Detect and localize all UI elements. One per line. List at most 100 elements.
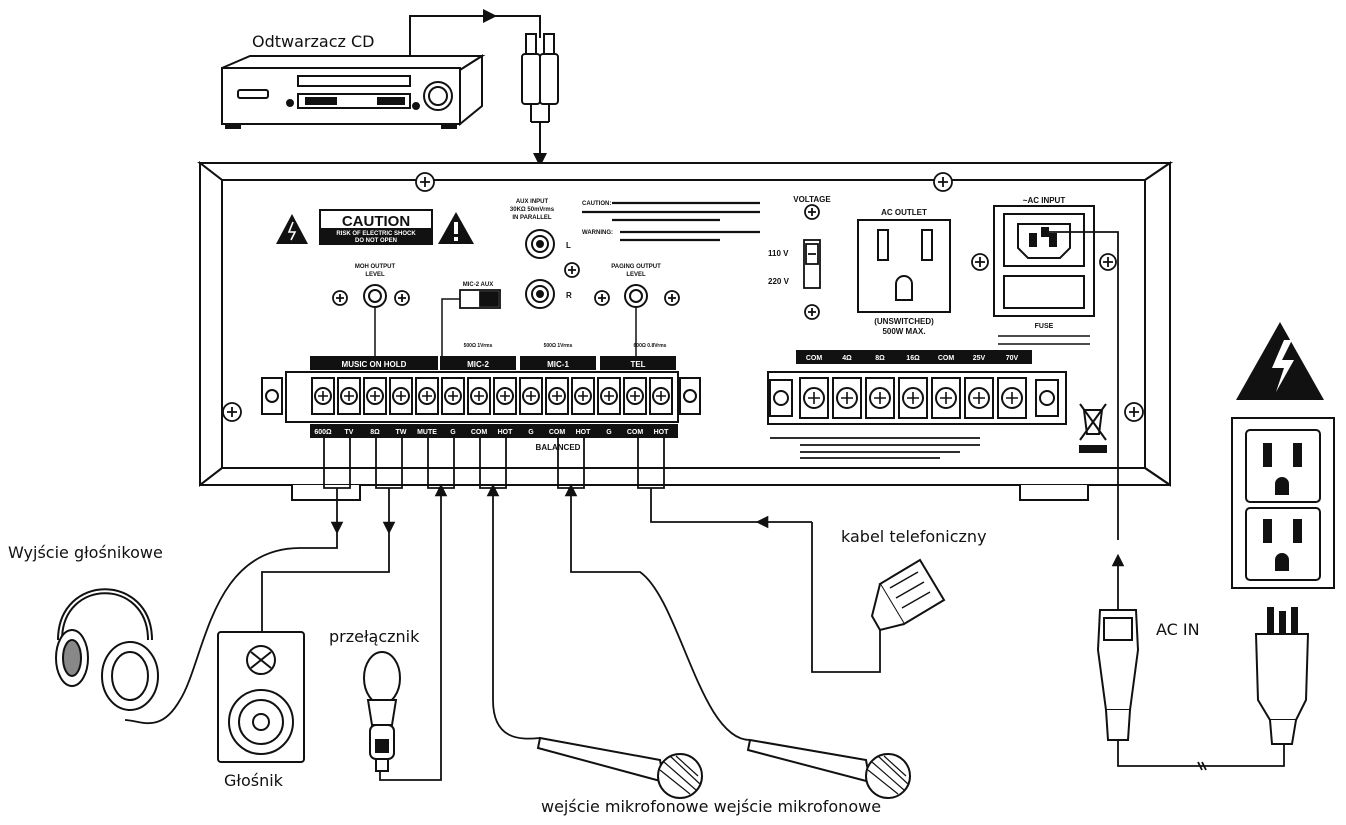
microphone-1-icon bbox=[536, 736, 703, 799]
terminal-group-headers: MUSIC ON HOLD MIC-2 MIC-1 TEL 500Ω 1Vrms… bbox=[310, 343, 676, 370]
switch-label: przełącznik bbox=[329, 627, 420, 646]
caution-sub1: RISK OF ELECTRIC SHOCK bbox=[336, 231, 416, 237]
speaker-terminal-labels: COM 4Ω 8Ω 16Ω COM 25V 70V bbox=[806, 355, 1019, 362]
speaker-label: Głośnik bbox=[224, 771, 283, 790]
input-terminal-label: HOT bbox=[576, 429, 592, 436]
speaker-terminals bbox=[799, 377, 1027, 419]
group-mic-2: MIC-2 bbox=[467, 360, 489, 369]
input-terminal bbox=[311, 377, 335, 415]
input-terminal bbox=[519, 377, 543, 415]
speaker-terminal-label: COM bbox=[938, 355, 955, 362]
caution-sub2: DO NOT OPEN bbox=[355, 238, 397, 244]
speaker-terminal bbox=[898, 377, 928, 419]
high-voltage-warning-icon bbox=[1236, 322, 1324, 400]
ac-outlet-label: AC OUTLET bbox=[881, 208, 927, 217]
speaker-output-label: Wyjście głośnikowe bbox=[8, 543, 163, 562]
input-terminal bbox=[441, 377, 465, 415]
caution-small-text: CAUTION: bbox=[582, 201, 611, 207]
cd-player bbox=[221, 54, 486, 129]
spec-tel: 600Ω 0.8Vrms bbox=[634, 343, 667, 349]
speaker-terminal-label: 25V bbox=[973, 355, 986, 362]
cd-cable bbox=[409, 9, 497, 56]
paging-level-label: PAGING OUTPUT bbox=[611, 264, 661, 270]
input-terminal bbox=[337, 377, 361, 415]
mains-plug-icon bbox=[1254, 607, 1310, 745]
group-tel: TEL bbox=[630, 360, 645, 369]
group-music-on-hold: MUSIC ON HOLD bbox=[342, 360, 407, 369]
voltage-label: VOLTAGE bbox=[793, 195, 831, 204]
cd-player-label: Odtwarzacz CD bbox=[252, 32, 375, 51]
input-terminal-label: G bbox=[606, 429, 612, 436]
group-mic-1: MIC-1 bbox=[547, 360, 569, 369]
caution-title: CAUTION bbox=[342, 213, 410, 230]
spec-mic-2: 500Ω 1Vrms bbox=[464, 343, 493, 349]
jack-l-label: L bbox=[566, 241, 571, 250]
input-terminal-label: HOT bbox=[654, 429, 670, 436]
wall-outlet-icon bbox=[1231, 417, 1335, 589]
speaker-terminal bbox=[865, 377, 895, 419]
input-terminal-label-bar bbox=[310, 424, 678, 438]
input-terminal bbox=[623, 377, 647, 415]
input-terminal-label: COM bbox=[471, 429, 488, 436]
speaker-terminal-label: COM bbox=[806, 355, 823, 362]
voltage-switch bbox=[803, 239, 821, 289]
speaker-terminal-label: 70V bbox=[1006, 355, 1019, 362]
aux-input-label-2: 30KΩ 50mVrms bbox=[510, 207, 555, 213]
iec-plug-icon bbox=[1096, 609, 1140, 741]
moh-level-label-2: LEVEL bbox=[365, 272, 385, 278]
aux-rca-jacks bbox=[525, 229, 555, 309]
spec-mic-1: 500Ω 1Vrms bbox=[544, 343, 573, 349]
microphone-2-icon bbox=[746, 738, 911, 799]
speaker-caution-lines bbox=[770, 437, 980, 459]
input-terminal-label: COM bbox=[549, 429, 566, 436]
switch-icon bbox=[363, 651, 401, 772]
speaker-terminal-label: 16Ω bbox=[906, 355, 920, 362]
speaker-terminal-label: 4Ω bbox=[842, 355, 852, 362]
moh-level-label: MOH OUTPUT bbox=[355, 264, 396, 270]
aux-input-label: AUX INPUT bbox=[516, 199, 549, 205]
input-terminal bbox=[571, 377, 595, 415]
input-terminal-label: 600Ω bbox=[314, 429, 332, 436]
input-terminal-label: 8Ω bbox=[370, 429, 380, 436]
voltage-220-label: 220 V bbox=[768, 277, 790, 286]
mic2-aux-switch bbox=[459, 289, 501, 309]
input-terminal-label: TV bbox=[345, 429, 354, 436]
moh-level-knob bbox=[363, 284, 387, 308]
input-terminal bbox=[545, 377, 569, 415]
phone-plug-icon bbox=[870, 558, 946, 632]
input-terminal-label: COM bbox=[627, 429, 644, 436]
mic2-aux-switch-label: MIC-2 AUX bbox=[463, 282, 493, 288]
ac-input-socket bbox=[993, 205, 1095, 317]
phone-cable-label: kabel telefoniczny bbox=[841, 527, 987, 546]
cables bbox=[124, 231, 1285, 781]
speaker-terminal bbox=[931, 377, 961, 419]
caution-block: CAUTION RISK OF ELECTRIC SHOCK DO NOT OP… bbox=[276, 209, 474, 245]
fuse-label: FUSE bbox=[1035, 323, 1054, 330]
input-terminal bbox=[389, 377, 413, 415]
speaker-terminal bbox=[799, 377, 829, 419]
jack-r-label: R bbox=[566, 291, 572, 300]
aux-input-label-3: IN PARALLEL bbox=[512, 215, 552, 221]
paging-level-knob bbox=[624, 284, 648, 308]
input-terminal bbox=[467, 377, 491, 415]
caution-small-lines bbox=[582, 201, 760, 242]
speaker-terminal bbox=[997, 377, 1027, 419]
speaker-terminal bbox=[964, 377, 994, 419]
loudspeaker-icon bbox=[217, 631, 305, 763]
input-terminal-label: TW bbox=[396, 429, 407, 436]
ac-outlet bbox=[857, 219, 951, 313]
input-terminal bbox=[415, 377, 439, 415]
headphones-icon bbox=[55, 588, 159, 711]
input-terminal bbox=[363, 377, 387, 415]
input-terminals bbox=[311, 377, 673, 415]
warning-small-text: WARNING: bbox=[582, 230, 613, 236]
input-terminal-label: HOT bbox=[498, 429, 514, 436]
speaker-terminal-header bbox=[796, 350, 1032, 364]
input-terminal bbox=[649, 377, 673, 415]
speaker-terminal-label: 8Ω bbox=[875, 355, 885, 362]
unswitched-label: (UNSWITCHED) bbox=[874, 317, 934, 326]
input-terminal bbox=[493, 377, 517, 415]
mic-inputs-label: wejście mikrofonowe wejście mikrofonowe bbox=[541, 797, 882, 816]
